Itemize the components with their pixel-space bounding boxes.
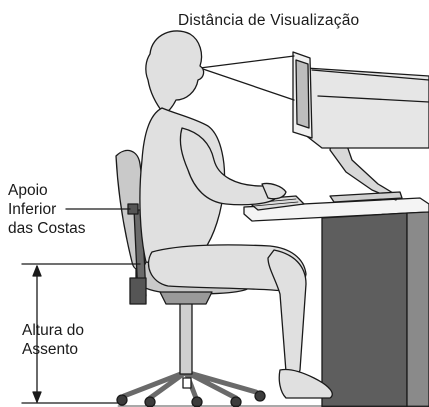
viewing-lines: [199, 55, 295, 101]
seat-height-dimension: [21, 263, 141, 404]
seat-height-label: Altura do Assento: [22, 321, 84, 359]
lower-back-support-line-1: Apoio: [8, 182, 48, 199]
seat-height-line-1: Altura do: [22, 322, 85, 339]
viewing-distance-label: Distância de Visualização: [178, 12, 360, 29]
lower-back-support-line-3: das Costas: [8, 220, 86, 237]
seat-height-line-2: Assento: [22, 341, 79, 358]
seated-person: [139, 30, 333, 399]
monitor: [292, 51, 429, 203]
desk: [243, 197, 429, 407]
lower-back-support-line-2: Inferior: [8, 201, 57, 218]
lower-back-support-label: Apoio Inferior das Costas: [8, 181, 86, 238]
